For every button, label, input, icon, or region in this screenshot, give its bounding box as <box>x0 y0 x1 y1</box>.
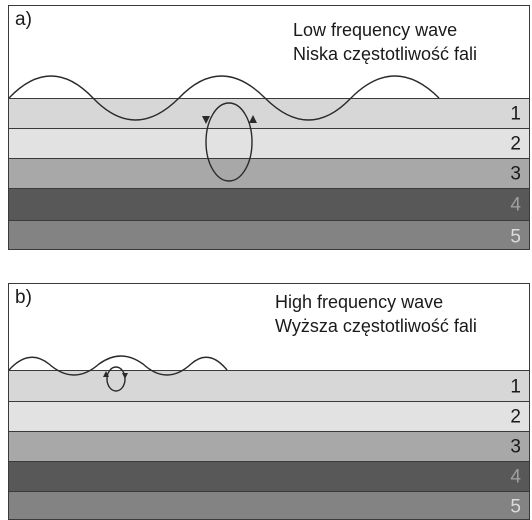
layer-3: 3 <box>9 158 529 189</box>
layer-number: 5 <box>510 226 521 247</box>
layer-number: 2 <box>510 133 521 155</box>
layer-number: 1 <box>510 103 521 125</box>
layer-number: 4 <box>510 194 521 216</box>
panel-low-frequency: a) Low frequency wave Niska częstotliwoś… <box>8 5 530 250</box>
layer-3: 3 <box>9 431 529 462</box>
layer-2: 2 <box>9 401 529 432</box>
caption-english: High frequency wave <box>275 292 444 312</box>
panel-label: a) <box>15 9 32 30</box>
caption: High frequency wave Wyższa częstotliwość… <box>275 290 477 338</box>
layer-1: 1 <box>9 370 529 402</box>
layer-4: 4 <box>9 188 529 221</box>
caption-polish: Wyższa częstotliwość fali <box>275 316 477 336</box>
caption-english: Low frequency wave <box>293 20 458 40</box>
layer-1: 1 <box>9 98 529 129</box>
layer-number: 4 <box>510 466 521 488</box>
layer-2: 2 <box>9 128 529 159</box>
layer-number: 3 <box>510 163 521 185</box>
panel-label: b) <box>15 287 32 308</box>
caption: Low frequency wave Niska częstotliwość f… <box>293 18 477 66</box>
layer-number: 5 <box>510 496 521 518</box>
layer-number: 1 <box>510 376 521 397</box>
caption-polish: Niska częstotliwość fali <box>293 44 478 64</box>
layer-4: 4 <box>9 461 529 492</box>
layer-5: 5 <box>9 220 529 249</box>
panel-high-frequency: b) High frequency wave Wyższa częstotliw… <box>8 283 530 520</box>
layer-number: 3 <box>510 436 521 458</box>
layer-number: 2 <box>510 406 521 428</box>
layer-5: 5 <box>9 491 529 519</box>
